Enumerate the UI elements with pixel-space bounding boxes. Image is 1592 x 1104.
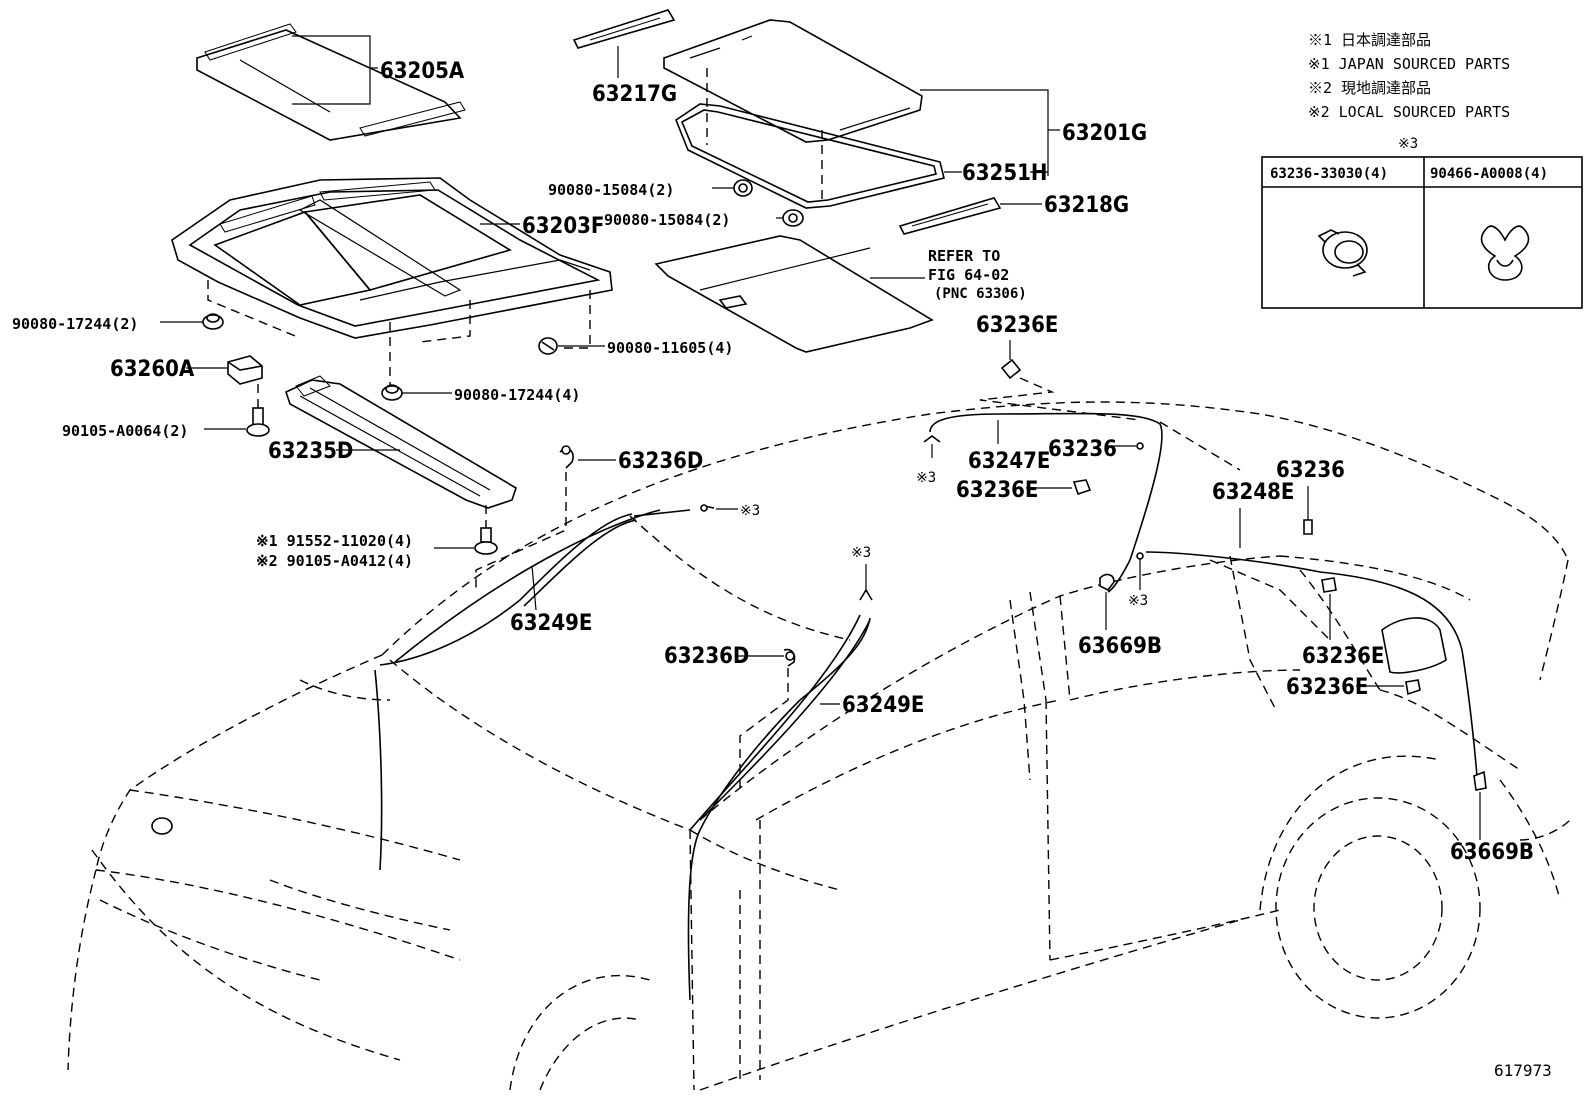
bolt-90105-A0064: [246, 407, 270, 437]
strip-63217G: [572, 9, 676, 49]
rail-63235D: [285, 375, 517, 509]
refer-line3: (PNC 63306): [934, 286, 1027, 302]
drain-hose-front-right: [687, 617, 871, 1001]
kit-table: ※3 63236-33030(4) 90466-A0008(4): [1261, 136, 1583, 309]
clip-63669B-b: [1473, 770, 1487, 791]
clip-63236-b: [1303, 519, 1313, 535]
dash-frame-left: [207, 280, 301, 339]
label-90080-11605-4: 90080-11605(4): [607, 339, 733, 357]
kit-table-border: [1261, 156, 1583, 309]
label-mark3-c: ※3: [916, 470, 936, 486]
kit-table-col1: 63236-33030(4): [1270, 166, 1388, 182]
dash-frame-right: [560, 290, 591, 349]
bolt-90080-15084-a: [733, 179, 753, 197]
label-63249E-a: 63249E: [510, 611, 592, 636]
label-63203F: 63203F: [522, 214, 604, 239]
label-63236E-roof: 63236E: [976, 313, 1058, 338]
bolt-90080-15084-b: [782, 209, 804, 227]
label-90105-A0412: ※2 90105-A0412(4): [256, 552, 413, 570]
clip-63236-a: [1136, 442, 1144, 450]
label-90080-17244-2: 90080-17244(2): [12, 315, 138, 333]
label-63205A: 63205A: [380, 59, 465, 84]
label-63247E: 63247E: [968, 449, 1050, 474]
note-japan-en: ※1 JAPAN SOURCED PARTS: [1308, 55, 1510, 73]
clip-63236E-mid: [1072, 479, 1092, 496]
kit-table-mark: ※3: [1398, 136, 1418, 152]
note-local-jp: ※2 現地調達部品: [1308, 79, 1431, 97]
clip-63236D-low: [783, 648, 796, 667]
glass-63201G: [663, 19, 923, 143]
label-63248E: 63248E: [1212, 480, 1294, 505]
label-63236-a: 63236: [1048, 437, 1117, 462]
leader-63201G: [920, 89, 1049, 176]
label-63236-b: 63236: [1276, 458, 1345, 483]
clip-mark3-b: [859, 564, 873, 601]
nut-90080-17244-2: [202, 313, 224, 330]
note-local-en: ※2 LOCAL SOURCED PARTS: [1308, 103, 1510, 121]
clip-mark3-d: [1136, 552, 1144, 590]
label-mark3-b: ※3: [851, 545, 871, 561]
label-90080-15084-a: 90080-15084(2): [548, 181, 674, 199]
label-63260A: 63260A: [110, 357, 195, 382]
clip-mark3-a: [700, 504, 715, 512]
screw-90080-11605-4: [538, 337, 558, 355]
label-mark3-a: ※3: [740, 503, 760, 519]
kit-table-col2: 90466-A0008(4): [1430, 166, 1548, 182]
car-body-outline: [67, 401, 1571, 1091]
label-63669B-a: 63669B: [1078, 634, 1162, 659]
refer-line1: REFER TO: [928, 247, 1000, 265]
label-63236E-mid: 63236E: [956, 478, 1038, 503]
refer-line2: FIG 64-02: [928, 266, 1009, 284]
note-japan-jp: ※1 日本調達部品: [1308, 31, 1431, 49]
clip-mark3-c: [923, 435, 941, 458]
clip-63236D-top: [559, 445, 574, 469]
label-91552-11020: ※1 91552-11020(4): [256, 532, 413, 550]
dash-frame-mid: [419, 300, 471, 343]
label-63236D-top: 63236D: [618, 449, 703, 474]
sunroof-frame-63203F: [171, 177, 613, 339]
figure-number: 617973: [1494, 1061, 1552, 1080]
clip-icon: [1317, 229, 1368, 277]
leader-63205A: [292, 35, 371, 105]
label-63236E-r1: 63236E: [1302, 644, 1384, 669]
clip-63236E-roof: [1000, 358, 1022, 380]
drain-hose-rear: [929, 412, 1479, 791]
label-63218G: 63218G: [1044, 193, 1129, 218]
label-63236D-low: 63236D: [664, 644, 749, 669]
switch-63260A: [227, 355, 263, 385]
drain-hose-front-left: [379, 509, 691, 666]
clip-63236E-r1: [1321, 577, 1337, 593]
label-63251H: 63251H: [962, 161, 1047, 186]
label-63236E-r2: 63236E: [1286, 675, 1368, 700]
nut-90080-17244-4: [381, 384, 403, 401]
label-63201G: 63201G: [1062, 121, 1147, 146]
clip-63669B-a: [1099, 573, 1115, 592]
label-mark3-d: ※3: [1128, 593, 1148, 609]
clip-63236E-r2: [1405, 679, 1421, 696]
sunshade-63205A: [196, 23, 466, 141]
strip-63218G: [898, 197, 1002, 235]
legend-notes: ※1 日本調達部品 ※1 JAPAN SOURCED PARTS ※2 現地調達…: [1308, 31, 1510, 121]
label-63249E-b: 63249E: [842, 693, 924, 718]
label-63235D: 63235D: [268, 439, 353, 464]
bolt-91552-11020: [474, 527, 498, 555]
shade-plate-ref: [654, 235, 934, 353]
label-90080-17244-4: 90080-17244(4): [454, 386, 580, 404]
refer-note: REFER TO FIG 64-02 (PNC 63306): [928, 247, 1027, 302]
wire-clamp-icon: [1480, 225, 1530, 281]
label-90080-15084-b: 90080-15084(2): [604, 211, 730, 229]
label-90105-A0064: 90105-A0064(2): [62, 422, 188, 440]
label-63217G: 63217G: [592, 82, 677, 107]
label-63669B-b: 63669B: [1450, 840, 1534, 865]
